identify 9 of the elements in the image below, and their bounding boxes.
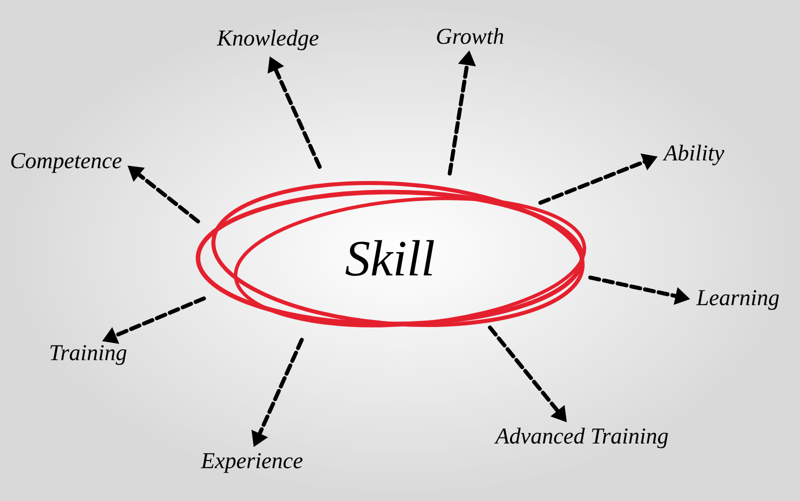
word-label: Training <box>50 345 126 365</box>
word-label: Ability <box>662 144 724 166</box>
word-label: Knowledge <box>216 30 318 50</box>
word-label: Advanced Training <box>494 428 668 448</box>
word-label: Competence <box>11 153 122 173</box>
word-label: Learning <box>696 290 779 310</box>
ellipse-node: Skill <box>196 181 586 328</box>
word-label: Growth <box>437 28 504 44</box>
word-label: Experience <box>200 453 302 473</box>
